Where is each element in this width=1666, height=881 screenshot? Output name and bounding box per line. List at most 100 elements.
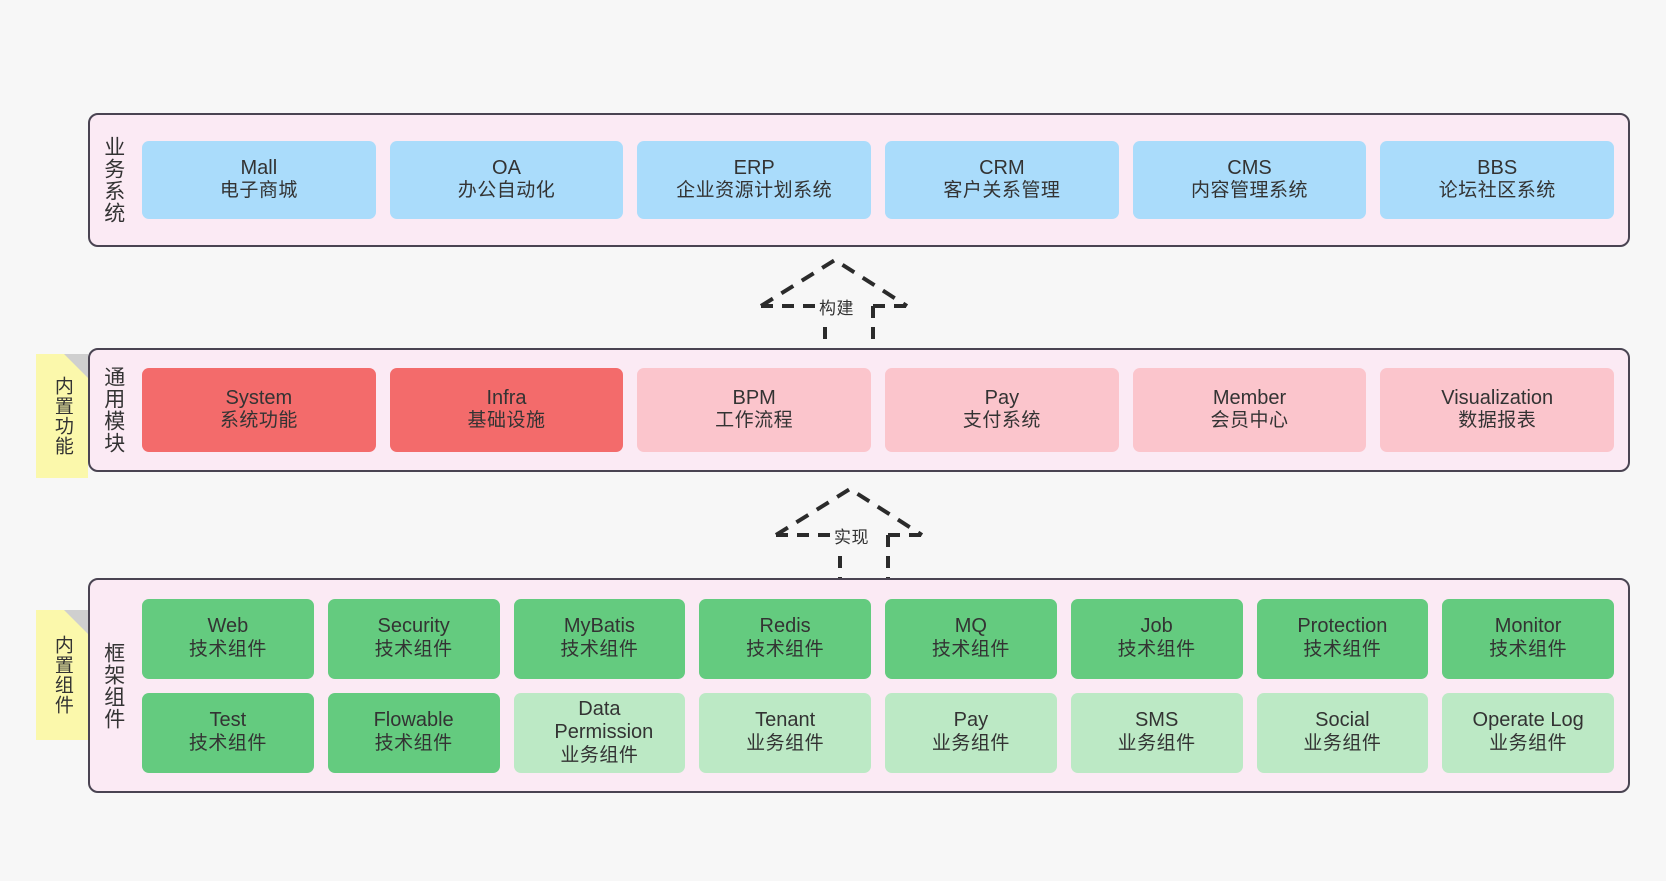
note-builtin-component-label: 内置组件 [51, 635, 73, 715]
node-flowable[interactable]: Flowable 技术组件 [327, 692, 500, 773]
node-infra-cn: 基础设施 [467, 410, 546, 432]
common-module-row: System 系统功能 Infra 基础设施 BPM 工作流程 Pay 支付系统… [142, 368, 1615, 452]
node-pay-module[interactable]: Pay 支付系统 [885, 368, 1119, 452]
node-infra[interactable]: Infra 基础设施 [389, 368, 624, 452]
framework-row-tech: Web 技术组件 Security 技术组件 MyBatis 技术组件 Redi… [142, 598, 1614, 679]
node-pay-module-en: Pay [984, 386, 1020, 409]
layer-framework-component-label: 框架组件 [101, 641, 125, 730]
node-monitor[interactable]: Monitor 技术组件 [1442, 598, 1614, 679]
note-builtin-function: 内置功能 [36, 354, 88, 478]
node-redis[interactable]: Redis 技术组件 [699, 598, 871, 679]
node-web-cn: 技术组件 [188, 638, 267, 660]
node-member-en: Member [1212, 386, 1287, 409]
note-builtin-component: 内置组件 [36, 610, 88, 740]
node-social[interactable]: Social 业务组件 [1256, 692, 1429, 773]
node-crm-cn: 客户关系管理 [943, 180, 1061, 202]
node-monitor-en: Monitor [1494, 615, 1562, 638]
connector-implement: 实现 [770, 486, 930, 579]
node-protection[interactable]: Protection 技术组件 [1256, 598, 1429, 679]
node-crm[interactable]: CRM 客户关系管理 [885, 141, 1119, 219]
node-erp-cn: 企业资源计划系统 [676, 180, 833, 202]
node-bpm-en: BPM [732, 386, 776, 409]
node-mall-en: Mall [240, 156, 278, 179]
node-web[interactable]: Web 技术组件 [142, 598, 314, 679]
node-flowable-en: Flowable [373, 709, 454, 732]
node-tenant-en: Tenant [755, 709, 816, 732]
node-cms[interactable]: CMS 内容管理系统 [1132, 141, 1367, 219]
node-mq[interactable]: MQ 技术组件 [885, 598, 1057, 679]
layer-business-system: 业务系统 Mall 电子商城 OA 办公自动化 ERP 企业资源计划系统 CRM… [88, 113, 1630, 247]
node-security-cn: 技术组件 [374, 638, 453, 660]
node-mall-cn: 电子商城 [219, 180, 298, 202]
node-oa-cn: 办公自动化 [457, 180, 556, 202]
note-builtin-function-label: 内置功能 [51, 376, 73, 456]
node-data-permission-en: Data Permission [554, 697, 654, 744]
node-pay-component-cn: 业务组件 [931, 732, 1010, 754]
node-test[interactable]: Test 技术组件 [142, 692, 314, 773]
node-sms[interactable]: SMS 业务组件 [1070, 692, 1243, 773]
node-operate-log-cn: 业务组件 [1489, 732, 1568, 754]
node-visualization[interactable]: Visualization 数据报表 [1380, 368, 1615, 452]
node-system[interactable]: System 系统功能 [142, 368, 376, 452]
node-tenant-cn: 业务组件 [746, 732, 825, 754]
layer-common-module-body: System 系统功能 Infra 基础设施 BPM 工作流程 Pay 支付系统… [136, 350, 1628, 470]
node-operate-log[interactable]: Operate Log 业务组件 [1442, 692, 1614, 773]
node-data-permission[interactable]: Data Permission 业务组件 [513, 692, 686, 773]
layer-common-module: 通用模块 System 系统功能 Infra 基础设施 BPM 工作流程 Pay… [88, 348, 1630, 472]
node-crm-en: CRM [979, 156, 1025, 179]
node-cms-en: CMS [1227, 156, 1272, 179]
node-member[interactable]: Member 会员中心 [1132, 368, 1367, 452]
node-visualization-cn: 数据报表 [1458, 410, 1537, 432]
layer-framework-component: 框架组件 Web 技术组件 Security 技术组件 MyBatis 技术组件… [88, 578, 1630, 793]
node-data-permission-cn: 业务组件 [560, 744, 639, 766]
node-flowable-cn: 技术组件 [374, 732, 453, 754]
node-erp[interactable]: ERP 企业资源计划系统 [637, 141, 872, 219]
node-pay-module-cn: 支付系统 [962, 410, 1041, 432]
layer-common-module-label: 通用模块 [101, 366, 125, 454]
node-erp-en: ERP [733, 156, 775, 179]
node-mybatis[interactable]: MyBatis 技术组件 [513, 598, 686, 679]
node-pay-component-en: Pay [953, 709, 989, 732]
node-job-cn: 技术组件 [1117, 638, 1196, 660]
node-protection-cn: 技术组件 [1303, 638, 1382, 660]
node-redis-en: Redis [759, 615, 811, 638]
node-mall[interactable]: Mall 电子商城 [142, 141, 376, 219]
node-oa-en: OA [492, 156, 521, 179]
node-bbs-cn: 论坛社区系统 [1438, 180, 1556, 202]
layer-framework-component-body: Web 技术组件 Security 技术组件 MyBatis 技术组件 Redi… [136, 580, 1628, 791]
node-cms-cn: 内容管理系统 [1191, 180, 1309, 202]
node-protection-en: Protection [1297, 615, 1388, 638]
node-visualization-en: Visualization [1441, 386, 1554, 409]
node-mybatis-cn: 技术组件 [560, 638, 639, 660]
node-test-en: Test [209, 709, 247, 732]
node-tenant[interactable]: Tenant 业务组件 [699, 692, 871, 773]
node-job[interactable]: Job 技术组件 [1070, 598, 1243, 679]
node-member-cn: 会员中心 [1210, 410, 1289, 432]
layer-business-system-label: 业务系统 [101, 136, 125, 224]
node-mq-en: MQ [954, 615, 987, 638]
node-pay-component[interactable]: Pay 业务组件 [885, 692, 1057, 773]
connector-implement-arrowhead [774, 486, 924, 537]
node-mybatis-en: MyBatis [563, 615, 635, 638]
node-sms-cn: 业务组件 [1117, 732, 1196, 754]
layer-business-system-body: Mall 电子商城 OA 办公自动化 ERP 企业资源计划系统 CRM 客户关系… [136, 115, 1628, 245]
connector-build-arrowhead [759, 257, 909, 308]
node-oa[interactable]: OA 办公自动化 [389, 141, 624, 219]
node-redis-cn: 技术组件 [746, 638, 825, 660]
node-social-cn: 业务组件 [1303, 732, 1382, 754]
node-job-en: Job [1140, 615, 1173, 638]
node-bpm-cn: 工作流程 [715, 410, 794, 432]
node-security[interactable]: Security 技术组件 [327, 598, 500, 679]
connector-build-label: 构建 [817, 294, 856, 319]
framework-row-biz: Test 技术组件 Flowable 技术组件 Data Permission … [142, 692, 1614, 773]
node-system-cn: 系统功能 [219, 410, 298, 432]
node-infra-en: Infra [486, 386, 527, 409]
node-bpm[interactable]: BPM 工作流程 [637, 368, 872, 452]
node-bbs[interactable]: BBS 论坛社区系统 [1380, 141, 1615, 219]
connector-build: 构建 [755, 257, 915, 350]
node-monitor-cn: 技术组件 [1489, 638, 1568, 660]
node-web-en: Web [207, 615, 249, 638]
business-system-row: Mall 电子商城 OA 办公自动化 ERP 企业资源计划系统 CRM 客户关系… [142, 141, 1615, 219]
node-test-cn: 技术组件 [188, 732, 267, 754]
